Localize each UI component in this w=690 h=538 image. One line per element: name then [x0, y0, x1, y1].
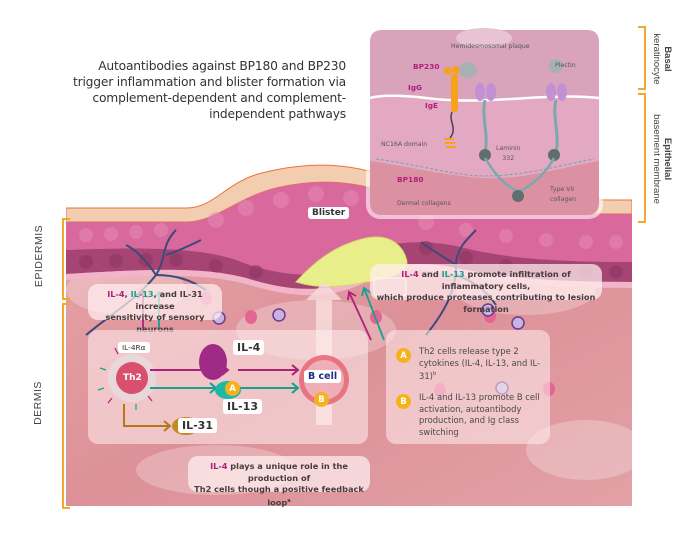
- diagram-title: Autoantibodies against BP180 and BP230 t…: [72, 59, 346, 121]
- il4-receptor-label: IL-4Rα: [118, 342, 150, 353]
- infiltration-callout: IL-4 and IL-13 promote infiltration of i…: [370, 264, 602, 314]
- sensory-neuron-callout: IL-4, IL-13, and IL-31 increase sensitiv…: [88, 284, 222, 334]
- epidermis-bracket: [62, 218, 70, 300]
- step-a: A Th2 cells release type 2 cytokines (IL…: [396, 346, 540, 382]
- th2-cell: [116, 362, 148, 394]
- plectin-label: Plectin: [555, 62, 576, 69]
- il4-protein: [199, 344, 227, 380]
- basement-membrane: [66, 264, 632, 296]
- bp180-protein: [451, 74, 458, 112]
- hemidesmosomal-plaque-label: Hemidesmosomal plaque: [451, 43, 530, 50]
- blister-label: Blister: [308, 207, 350, 219]
- badge-b-icon: B: [314, 392, 329, 407]
- badge-b-icon: B: [396, 394, 411, 410]
- feedback-loop-callout: IL-4 plays a unique role in the producti…: [188, 456, 370, 507]
- hemidesmosome-inset: [366, 26, 603, 219]
- badge-a-icon: A: [225, 381, 240, 396]
- il4-label: IL-4: [233, 340, 265, 355]
- keratinocyte-layer: [66, 182, 632, 275]
- badge-a-icon: A: [396, 348, 411, 363]
- bp180-label: BP180: [397, 175, 424, 184]
- ige-label: IgE: [425, 101, 439, 110]
- dermis-bracket: [62, 303, 70, 509]
- th2-label: Th2: [123, 373, 142, 383]
- epidermis-label: EPIDERMIS: [33, 224, 45, 288]
- b-cell-label: B cell: [304, 370, 342, 383]
- step-b: B IL-4 and IL-13 promote B cell activati…: [396, 392, 540, 438]
- basement-membrane-bracket: [638, 93, 646, 223]
- basal-keratinocyte-bracket: [638, 26, 646, 90]
- bp230-label: BP230: [413, 62, 440, 71]
- il31-label: IL-31: [178, 418, 217, 433]
- nc16a-domain-label: NC16A domain: [381, 141, 428, 148]
- dermis-label: DERMIS: [32, 381, 44, 425]
- bp230-plectin-complex: [459, 62, 477, 78]
- dermal-collagens-label: Dermal collagens: [397, 200, 451, 207]
- igg-label: IgG: [408, 83, 423, 92]
- steps-panel: A Th2 cells release type 2 cytokines (IL…: [386, 330, 550, 444]
- il13-label: IL-13: [223, 399, 262, 414]
